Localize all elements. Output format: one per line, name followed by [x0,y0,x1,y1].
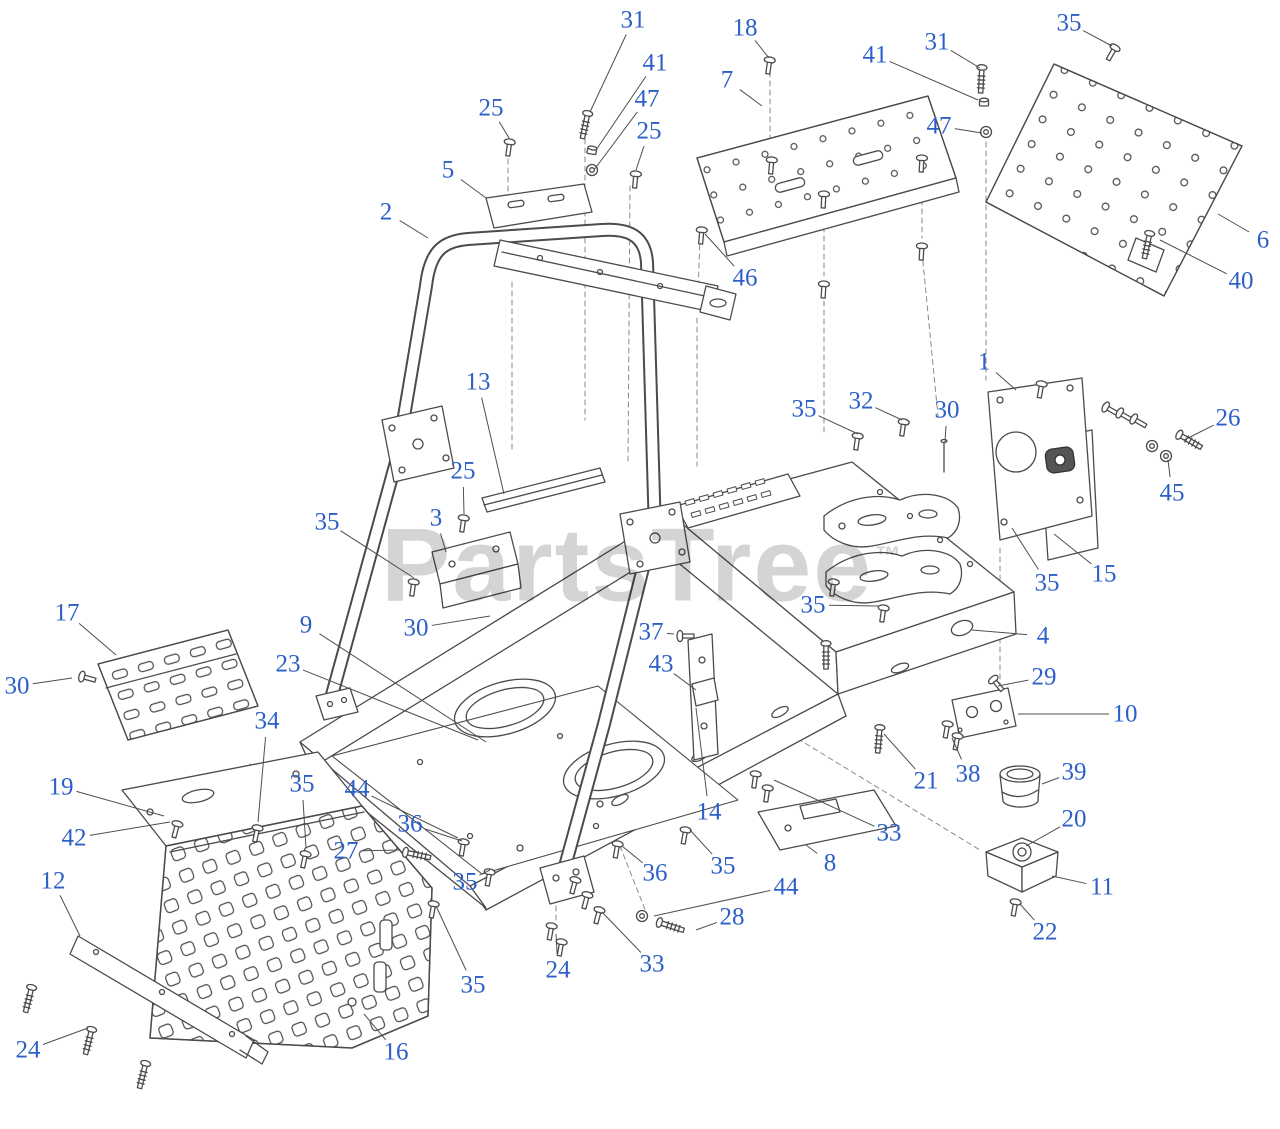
callout-47[interactable]: 47 [926,112,952,140]
callout-8[interactable]: 8 [823,849,837,877]
callout-30[interactable]: 30 [403,614,429,642]
callout-12[interactable]: 12 [40,867,66,895]
callout-22[interactable]: 22 [1032,918,1058,946]
callout-35[interactable]: 35 [800,591,826,619]
callout-6[interactable]: 6 [1256,226,1270,254]
callout-16[interactable]: 16 [383,1038,409,1066]
callout-30[interactable]: 30 [4,672,30,700]
callout-2[interactable]: 2 [379,198,393,226]
callout-35[interactable]: 35 [452,868,478,896]
callout-31[interactable]: 31 [924,28,950,56]
callout-24[interactable]: 24 [545,956,571,984]
callout-35[interactable]: 35 [1056,9,1082,37]
callout-3[interactable]: 3 [429,504,443,532]
callout-14[interactable]: 14 [696,798,722,826]
callout-4[interactable]: 4 [1036,622,1050,650]
callout-42[interactable]: 42 [61,824,87,852]
callout-25[interactable]: 25 [450,457,476,485]
callout-10[interactable]: 10 [1112,700,1138,728]
callout-9[interactable]: 9 [299,611,313,639]
callout-46[interactable]: 46 [732,264,758,292]
callout-23[interactable]: 23 [275,650,301,678]
callout-44[interactable]: 44 [344,775,370,803]
callout-7[interactable]: 7 [720,66,734,94]
callout-35[interactable]: 35 [710,852,736,880]
callout-17[interactable]: 17 [54,599,80,627]
callout-20[interactable]: 20 [1061,805,1087,833]
callout-15[interactable]: 15 [1091,560,1117,588]
callout-44[interactable]: 44 [773,873,799,901]
callout-32[interactable]: 32 [848,387,874,415]
callout-28[interactable]: 28 [719,903,745,931]
callout-34[interactable]: 34 [254,707,280,735]
callout-39[interactable]: 39 [1061,758,1087,786]
callout-24[interactable]: 24 [15,1036,41,1064]
callout-35[interactable]: 35 [460,971,486,999]
callout-21[interactable]: 21 [913,767,939,795]
callout-19[interactable]: 19 [48,773,74,801]
callout-11[interactable]: 11 [1089,873,1115,901]
callout-26[interactable]: 26 [1215,404,1241,432]
callout-18[interactable]: 18 [732,14,758,42]
callout-30[interactable]: 30 [934,396,960,424]
callout-36[interactable]: 36 [397,810,423,838]
callout-33[interactable]: 33 [876,819,902,847]
callout-35[interactable]: 35 [289,770,315,798]
callout-5[interactable]: 5 [441,156,455,184]
callout-37[interactable]: 37 [638,618,664,646]
callout-35[interactable]: 35 [314,508,340,536]
callout-40[interactable]: 40 [1228,267,1254,295]
callout-35[interactable]: 35 [1034,569,1060,597]
callout-25[interactable]: 25 [636,117,662,145]
callout-13[interactable]: 13 [465,368,491,396]
callout-27[interactable]: 27 [333,837,359,865]
callout-29[interactable]: 29 [1031,663,1057,691]
callout-36[interactable]: 36 [642,859,668,887]
callout-31[interactable]: 31 [620,6,646,34]
callout-1[interactable]: 1 [977,348,991,376]
callout-35[interactable]: 35 [791,395,817,423]
callout-41[interactable]: 41 [642,49,668,77]
callout-25[interactable]: 25 [478,94,504,122]
callout-41[interactable]: 41 [862,41,888,69]
callout-47[interactable]: 47 [634,85,660,113]
callout-38[interactable]: 38 [955,760,981,788]
callout-33[interactable]: 33 [639,950,665,978]
callout-43[interactable]: 43 [648,650,674,678]
callout-45[interactable]: 45 [1159,479,1185,507]
